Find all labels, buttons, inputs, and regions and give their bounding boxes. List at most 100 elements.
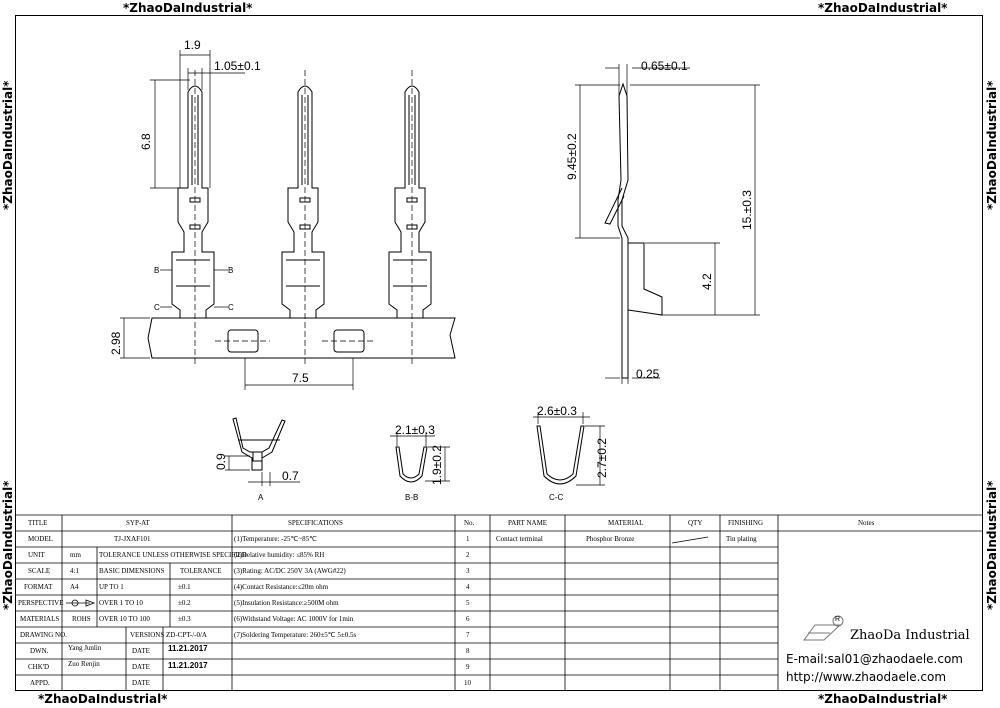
part-name-header: PART NAME: [508, 519, 548, 527]
up-to-1: UP TO 1: [99, 583, 124, 591]
qty-header: QTY: [688, 519, 703, 527]
company-name: ZhaoDa Industrial: [850, 628, 970, 643]
format-value: A4: [70, 583, 79, 591]
model-label: MODEL: [28, 535, 53, 543]
spec-1: (1)Temperature: -25℃~85℃: [234, 535, 317, 543]
watermark-bottom-right: *ZhaoDaIndustrial*: [818, 692, 948, 706]
spec-4: (4)Contact Resistance:≤20m ohm: [234, 583, 329, 591]
dim-bb-height: 1.9±0.2: [430, 445, 444, 485]
materials-label: MATERIALS: [20, 615, 60, 623]
no-10: 10: [464, 679, 471, 687]
no-2: 2: [466, 551, 470, 559]
terminal-3: [388, 85, 432, 319]
dwn-value: Yang Junlin: [68, 644, 102, 652]
tolerance-label: TOLERANCE: [180, 567, 222, 575]
spec-6: (6)Withstand Voltage: AC 1000V for 1min: [234, 615, 354, 623]
tolerance-header: TOLERANCE UNLESS OTHERWISE SPECIFIED: [99, 551, 247, 559]
no-header: No.: [464, 519, 475, 527]
marker-b-left: B: [154, 266, 159, 275]
appd-date-label: DATE: [132, 679, 150, 687]
no-6: 6: [466, 615, 470, 623]
unit-label: UNIT: [28, 551, 45, 559]
dim-pin-length: 6.8: [139, 133, 153, 150]
no-9: 9: [466, 663, 470, 671]
material-header: MATERIAL: [608, 519, 644, 527]
tol-1: ±0.1: [178, 583, 191, 591]
watermark-top-right: *ZhaoDaIndustrial*: [818, 1, 948, 15]
unit-value: mm: [70, 551, 81, 559]
label-cc: C-C: [549, 493, 563, 502]
watermark-bottom-left: *ZhaoDaIndustrial*: [38, 692, 168, 706]
drawing-frame: [15, 15, 983, 691]
dim-base-thickness: 0.25: [636, 367, 660, 381]
watermark-top-left: *ZhaoDaIndustrial*: [123, 1, 253, 15]
dim-pin-width: 1.05±0.1: [214, 59, 261, 73]
dwn-label: DWN.: [30, 647, 49, 655]
tol-3: ±0.3: [178, 615, 191, 623]
dim-a-width: 0.7: [282, 469, 299, 483]
materials-value: ROHS: [72, 615, 91, 623]
chkd-date: 11.21.2017: [168, 661, 208, 670]
appd-label: APPD.: [30, 679, 50, 687]
title-value: SYP-AT: [126, 519, 150, 527]
dwn-date: 11.21.2017: [168, 644, 208, 653]
dim-width-top: 1.9: [184, 38, 201, 52]
section-a-view: [225, 417, 300, 486]
company-email[interactable]: E-mail:sal01@zhaodaele.com: [786, 652, 963, 666]
title-block: TITLE SYP-AT MODEL TJ-JXAF101 UNIT mm TO…: [16, 515, 982, 690]
part-name-1: Contact terminal: [496, 535, 543, 543]
terminal-1: [171, 85, 215, 319]
marker-c-left: C: [154, 303, 160, 312]
specifications-header: SPECIFICATIONS: [288, 519, 343, 527]
dwn-date-label: DATE: [132, 647, 150, 655]
terminal-2: [281, 85, 325, 319]
spec-5: (5)Insulation Resistance:≥500M ohm: [234, 599, 339, 607]
section-bb-view: [390, 432, 450, 483]
over-10-to-100: OVER 10 TO 100: [99, 615, 150, 623]
side-view: [575, 64, 760, 384]
dim-cc-height: 2.7±0.2: [595, 438, 609, 478]
dim-thickness: 0.65±0.1: [641, 59, 688, 73]
notes-header: Notes: [858, 519, 875, 527]
drawing-no-label: DRAWING NO.: [20, 631, 67, 639]
tol-2: ±0.2: [178, 599, 191, 607]
marker-b-right: B: [228, 266, 233, 275]
basic-dimensions: BASIC DIMENSIONS: [99, 567, 165, 575]
company-website[interactable]: http://www.zhaodaele.com: [786, 670, 947, 684]
scale-value: 4:1: [70, 567, 79, 575]
chkd-date-label: DATE: [132, 663, 150, 671]
spec-3: (3)Rating: AC/DC 250V 3A (AWG#22): [234, 567, 346, 575]
dim-strip-height: 2.98: [109, 331, 123, 355]
dim-lower-height: 4.2: [700, 273, 714, 290]
finishing-header: FINISHING: [728, 519, 763, 527]
model-value: TJ-JXAF101: [114, 535, 151, 543]
spec-7: (7)Soldering Temperature: 260±5℃ 5±0.5s: [234, 631, 357, 639]
no-8: 8: [466, 647, 470, 655]
chkd-value: Zuo Renjin: [68, 660, 100, 668]
dim-bb-width: 2.1±0.3: [395, 423, 435, 437]
marker-c-right: C: [228, 303, 234, 312]
versions-label: VERSIONS: [130, 631, 165, 639]
finishing-1: Tin plating: [726, 535, 757, 543]
over-1-to-10: OVER 1 TO 10: [99, 599, 143, 607]
no-1: 1: [466, 535, 470, 543]
section-cc-view: [533, 412, 605, 486]
title-label: TITLE: [28, 519, 48, 527]
technical-drawing: 1.9 1.05±0.1 6.8 2.98 7.5 0.65±0.1 9.45±…: [109, 38, 760, 502]
format-label: FORMAT: [24, 583, 53, 591]
no-4: 4: [466, 583, 470, 591]
material-1: Phosphor Bronze: [586, 535, 635, 543]
label-a: A: [258, 493, 264, 502]
perspective-label: PERSPECTIVE: [18, 599, 64, 607]
no-7: 7: [466, 631, 470, 639]
dim-a-height: 0.9: [214, 453, 228, 470]
spec-2: (2)Relative humidity: ≤85% RH: [234, 551, 325, 559]
versions-value: ZD-CPT-/-0/A: [166, 631, 207, 639]
no-5: 5: [466, 599, 470, 607]
label-bb: B-B: [405, 493, 418, 502]
registered-mark: R: [835, 616, 841, 623]
dim-total-height: 15.±0.3: [740, 190, 754, 230]
scale-label: SCALE: [28, 567, 51, 575]
no-3: 3: [466, 567, 470, 575]
chkd-label: CHK'D: [28, 663, 50, 671]
